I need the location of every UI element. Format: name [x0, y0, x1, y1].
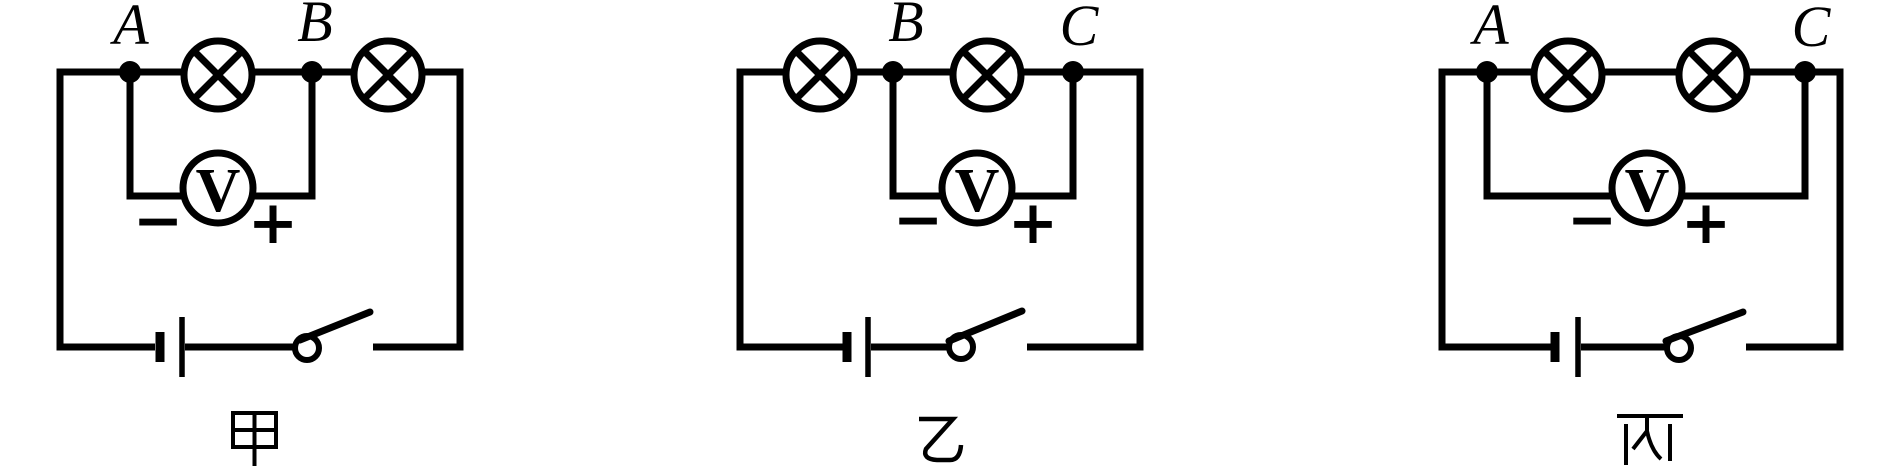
junction-dot-b	[882, 61, 904, 83]
node-label-c: C	[1060, 0, 1100, 58]
voltmeter-icon: V	[1608, 149, 1686, 227]
voltmeter-symbol: V	[955, 157, 1000, 225]
open-switch-icon	[945, 307, 1026, 362]
open-switch-icon	[1662, 308, 1747, 363]
battery-cell-icon	[842, 317, 871, 377]
voltmeter-symbol: V	[196, 157, 241, 225]
voltmeter-plus-label: +	[1008, 188, 1058, 258]
open-switch-icon	[292, 308, 374, 363]
node-label-a: A	[109, 0, 149, 57]
lamp-icon	[949, 37, 1025, 113]
voltmeter-minus-label: −	[1567, 185, 1617, 255]
node-label-c: C	[1792, 0, 1832, 59]
outer-loop-wire	[736, 68, 1144, 351]
caption-yi: 乙	[919, 416, 964, 463]
junction-dot-a	[1476, 61, 1498, 83]
voltmeter-minus-label: −	[893, 185, 943, 255]
lamp-icon	[1530, 37, 1606, 113]
circuit-yi: V − + B C 乙	[736, 0, 1144, 463]
junction-dot-a	[119, 61, 141, 83]
voltmeter-plus-label: +	[1681, 188, 1731, 258]
caption-jia: 甲	[231, 411, 278, 466]
junction-dot-b	[301, 61, 323, 83]
voltmeter-icon: V	[938, 149, 1016, 227]
lamp-icon	[1675, 37, 1751, 113]
node-label-b: B	[888, 0, 923, 54]
outer-loop-wire	[1438, 68, 1844, 351]
lamp-icon	[180, 37, 256, 113]
circuit-jia: V − + A B 甲	[56, 0, 464, 466]
voltmeter-minus-label: −	[133, 186, 183, 256]
node-label-b: B	[297, 0, 332, 54]
voltmeter-icon: V	[179, 149, 257, 227]
junction-dot-c	[1794, 61, 1816, 83]
outer-loop-wire	[56, 68, 464, 351]
lamp-icon	[350, 37, 426, 113]
voltmeter-symbol: V	[1625, 157, 1670, 225]
voltmeter-plus-label: +	[248, 188, 298, 258]
battery-cell-icon	[1550, 317, 1581, 377]
node-label-a: A	[1469, 0, 1509, 57]
lamp-icon	[782, 37, 858, 113]
junction-dot-c	[1062, 61, 1084, 83]
battery-cell-icon	[155, 317, 185, 377]
caption-bing: 丙	[1617, 414, 1683, 465]
circuit-bing: V − + A C 丙	[1438, 0, 1844, 465]
